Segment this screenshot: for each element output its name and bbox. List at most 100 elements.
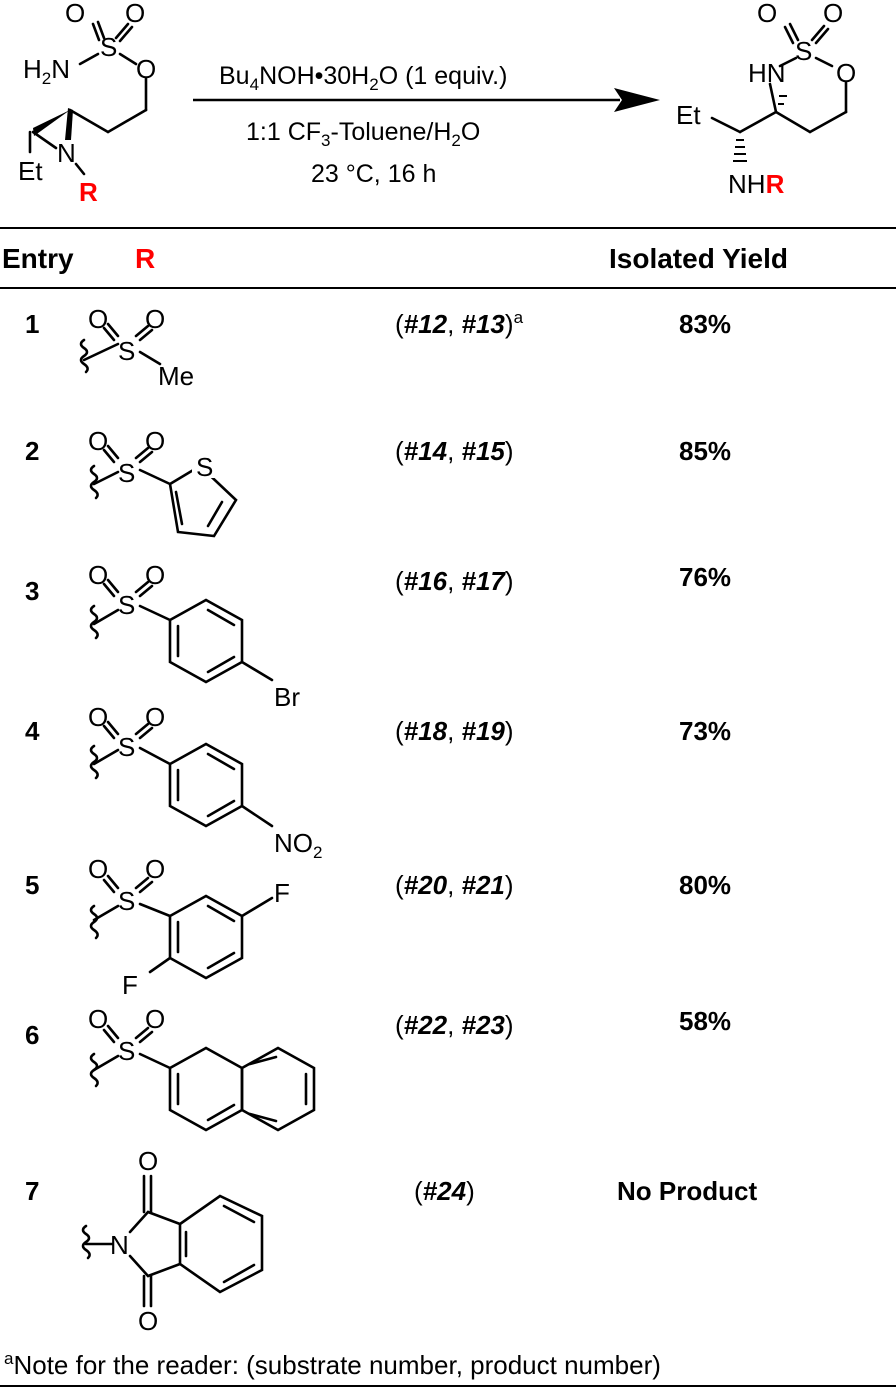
isolated-yield: 76% (679, 562, 731, 592)
bond (206, 752, 236, 771)
isolated-yield: 83% (679, 309, 731, 339)
bond (138, 746, 172, 766)
atom-label: S (795, 36, 812, 66)
bond (138, 584, 154, 598)
attachment-wavy-bond (89, 904, 99, 940)
solvent-text: 1:1 CF3-Toluene/H2O (246, 118, 480, 150)
bond (78, 52, 100, 66)
bond (240, 804, 274, 828)
entry-number: 2 (25, 436, 39, 466)
r-group-structure: O O S Me (79, 304, 194, 391)
atom-label: S (196, 452, 213, 482)
r-group-structure: O O S F F (88, 854, 290, 1000)
table-row: 1 (#12, #13)a 83% O O S Me (25, 304, 731, 391)
bond (138, 1030, 154, 1044)
bond (710, 116, 742, 134)
atom-label: O (836, 58, 856, 88)
bond (138, 350, 162, 366)
hash-bond (733, 139, 747, 162)
bond (206, 500, 224, 528)
atom-label: O (65, 0, 85, 28)
atom-label: F (122, 970, 138, 1000)
footnote: aNote for the reader: (substrate number,… (4, 1349, 661, 1380)
header-r: R (135, 243, 155, 274)
reference-numbers: (#12, #13)a (395, 308, 524, 339)
atom-label: O (145, 560, 165, 590)
label-mask (192, 452, 218, 478)
atom-label: O (138, 1306, 158, 1336)
bond (92, 904, 120, 922)
arrow-head (614, 88, 660, 112)
entry-number: 4 (25, 716, 40, 746)
bond (206, 799, 236, 818)
atom-label: S (118, 732, 135, 762)
header-entry: Entry (2, 243, 74, 274)
bond (128, 1210, 150, 1234)
atom-label: HN (748, 58, 786, 88)
bond (134, 324, 150, 338)
bond (138, 604, 172, 622)
bond (92, 470, 120, 486)
bond (106, 874, 120, 890)
wedge-bond (33, 110, 70, 136)
reaction-arrow (193, 88, 660, 112)
bond (92, 748, 120, 766)
bond (74, 162, 86, 176)
table-row: 2 (#14, #15) 85% O O S S (25, 426, 731, 538)
bond (138, 726, 154, 740)
atom-label: F (274, 878, 290, 908)
naphthalene-ring-a (168, 1046, 244, 1132)
atom-label: S (118, 458, 135, 488)
reactant-structure: O S O H2N O N R Et (18, 0, 156, 207)
reference-numbers: (#20, #21) (395, 870, 514, 900)
reference-numbers: (#22, #23) (395, 1010, 514, 1040)
bond (240, 660, 274, 682)
table-row: 5 (#20, #21) 80% O O S F F (25, 854, 731, 1000)
isolated-yield: 80% (679, 870, 731, 900)
atom-label: S (118, 1036, 135, 1066)
bond (148, 956, 172, 974)
table-row: 7 (#24) No Product O N O (25, 1146, 757, 1336)
attachment-wavy-bond (89, 604, 99, 640)
atom-label: O (136, 54, 156, 84)
product-structure: O S O HN O Et NHR (676, 0, 856, 199)
bond (778, 56, 798, 68)
bond (808, 110, 848, 134)
bond (206, 951, 236, 970)
isolated-yield: 85% (679, 436, 731, 466)
attachment-wavy-bond (79, 338, 89, 374)
atom-label: Et (18, 156, 43, 186)
entry-number: 1 (25, 309, 39, 339)
atom-label: O (88, 702, 108, 732)
atom-label: O (88, 560, 108, 590)
bond (248, 1055, 278, 1066)
atom-label: NHR (728, 169, 785, 199)
bond (92, 608, 120, 626)
header-yield: Isolated Yield (609, 243, 788, 274)
entry-number: 7 (25, 1176, 39, 1206)
benzene-ring (168, 894, 244, 980)
atom-label: O (88, 1004, 108, 1034)
atom-label: O (125, 0, 145, 28)
bond (222, 1263, 256, 1284)
bond (240, 896, 274, 918)
r-group-structure: O O S Br (88, 560, 300, 712)
bond (102, 582, 116, 598)
reference-numbers: (#24) (414, 1176, 475, 1206)
bond (810, 24, 826, 42)
atom-label: Br (274, 682, 300, 712)
bond (134, 446, 150, 460)
bond (106, 578, 120, 594)
bond (102, 448, 116, 464)
reference-numbers: (#16, #17) (395, 566, 514, 596)
atom-label: O (823, 0, 843, 28)
bond (174, 490, 184, 526)
benzene-ring (178, 1194, 264, 1294)
naphthalene-ring-b (240, 1046, 316, 1132)
atom-label: O (145, 304, 165, 334)
table-row: 3 (#16, #17) 76% O O S Br (25, 560, 731, 712)
bond (102, 878, 116, 894)
bond (118, 25, 134, 43)
